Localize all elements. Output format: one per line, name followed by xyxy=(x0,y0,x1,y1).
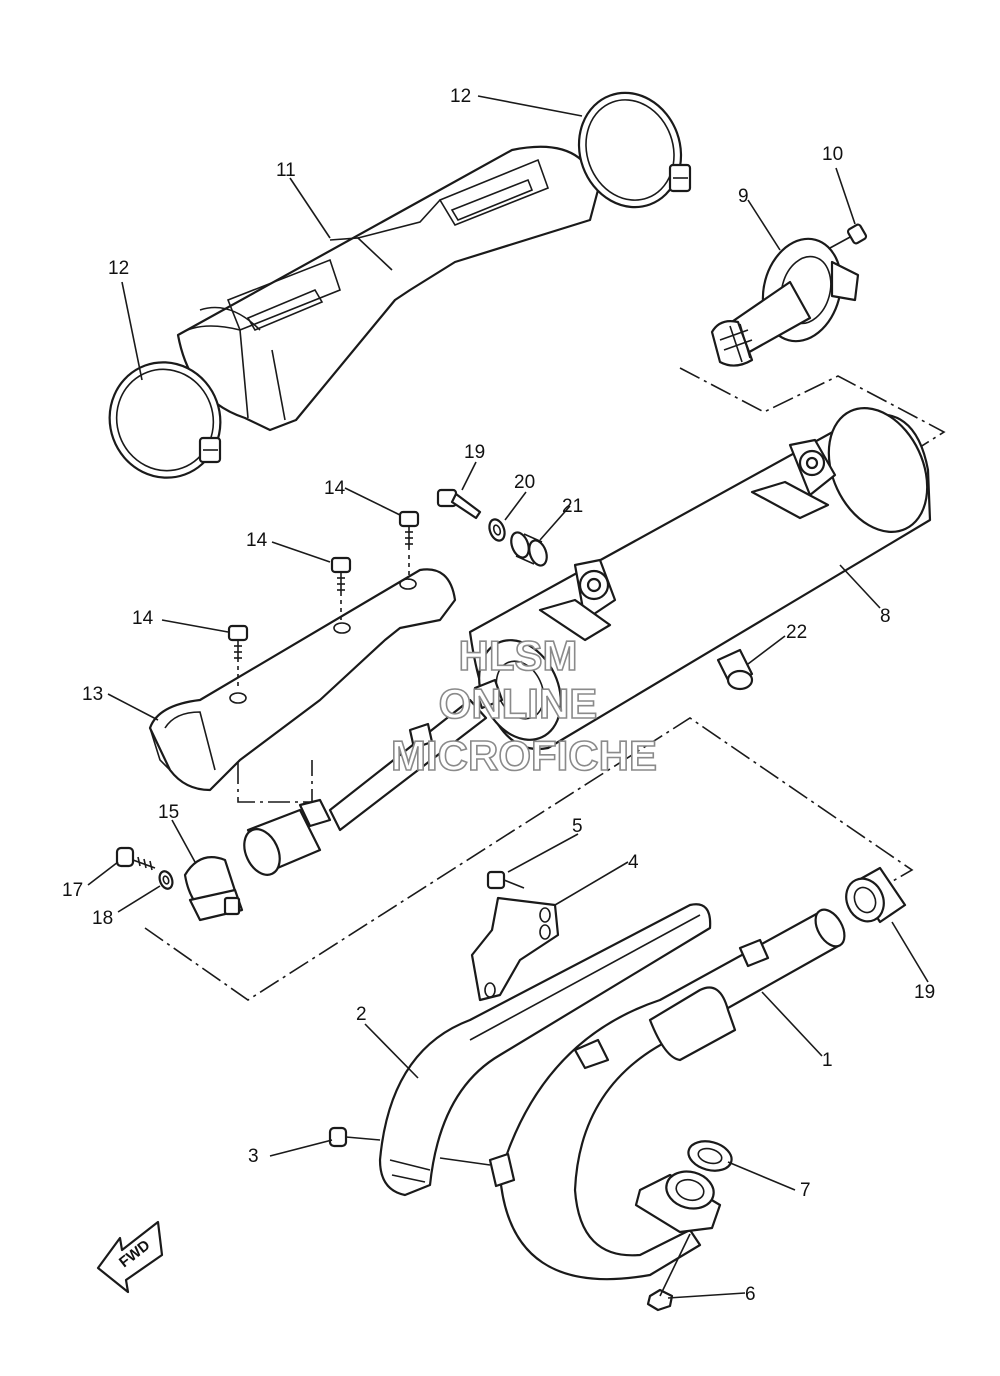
band-left[interactable] xyxy=(93,347,236,494)
callout-12-top: 12 xyxy=(450,86,471,107)
clamp-15[interactable] xyxy=(183,856,244,922)
callout-9: 9 xyxy=(738,186,749,207)
washer-20[interactable] xyxy=(487,517,508,542)
muffler[interactable] xyxy=(237,392,946,880)
nut-6[interactable] xyxy=(646,1288,674,1312)
watermark: HLSM ONLINE MICROFICHE xyxy=(390,631,658,780)
callout-3: 3 xyxy=(248,1146,259,1167)
bolt-16[interactable] xyxy=(115,846,156,871)
callout-11: 11 xyxy=(276,160,296,181)
callout-8: 8 xyxy=(880,606,891,627)
exhaust-pipe[interactable] xyxy=(488,905,850,1281)
gasket-7[interactable] xyxy=(685,1137,735,1175)
bolt-3[interactable] xyxy=(328,1126,381,1148)
forward-direction-arrow: FWD xyxy=(96,1220,164,1294)
callout-6: 6 xyxy=(745,1284,756,1305)
callout-12-left: 12 xyxy=(108,258,129,279)
exhaust-flange[interactable] xyxy=(634,1166,722,1234)
callout-20: 20 xyxy=(514,472,535,493)
band-right[interactable] xyxy=(563,78,697,221)
watermark-line-1: HLSM xyxy=(459,632,578,679)
callout-14-a: 14 xyxy=(324,478,346,499)
bracket-4[interactable] xyxy=(470,896,560,1002)
leader-lines xyxy=(87,95,929,1299)
callout-2: 2 xyxy=(356,1004,367,1025)
callout-10: 10 xyxy=(822,144,843,165)
callout-14-c: 14 xyxy=(132,608,154,629)
callout-5: 5 xyxy=(572,816,583,837)
callout-15: 15 xyxy=(158,802,179,823)
pipe-heat-protector[interactable] xyxy=(378,903,712,1197)
washer-17[interactable] xyxy=(157,869,174,890)
screw-10[interactable] xyxy=(829,223,868,249)
callout-4: 4 xyxy=(628,852,639,873)
callout-19: 19 xyxy=(464,442,485,463)
assembly-guide-lines xyxy=(144,367,946,1001)
callout-7: 7 xyxy=(800,1180,811,1201)
callout-21: 21 xyxy=(562,496,583,517)
gasket-18[interactable] xyxy=(839,866,907,928)
collar-22[interactable] xyxy=(716,648,754,691)
callout-14-b: 14 xyxy=(246,530,268,551)
bolt-5[interactable] xyxy=(486,870,525,890)
bolt-14a[interactable] xyxy=(398,510,420,580)
watermark-line-2: ONLINE xyxy=(439,680,598,727)
bolt-19[interactable] xyxy=(436,488,482,520)
callout-1: 1 xyxy=(822,1050,833,1071)
bolt-14b[interactable] xyxy=(330,556,352,622)
callout-16: 17 xyxy=(62,880,83,901)
grommet-21[interactable] xyxy=(508,530,550,568)
callout-labels: 12 11 12 10 9 19 20 21 14 14 14 13 8 22 … xyxy=(62,86,935,1305)
callout-17: 18 xyxy=(92,908,113,929)
heat-protector[interactable] xyxy=(176,145,600,432)
heat-protector-lower[interactable] xyxy=(148,568,457,792)
spark-arrester[interactable] xyxy=(710,230,860,367)
bolt-14c[interactable] xyxy=(227,624,249,690)
callout-18: 19 xyxy=(914,982,935,1003)
watermark-line-3: MICROFICHE xyxy=(391,732,657,779)
callout-13: 13 xyxy=(82,684,103,705)
callout-22: 22 xyxy=(786,622,807,643)
